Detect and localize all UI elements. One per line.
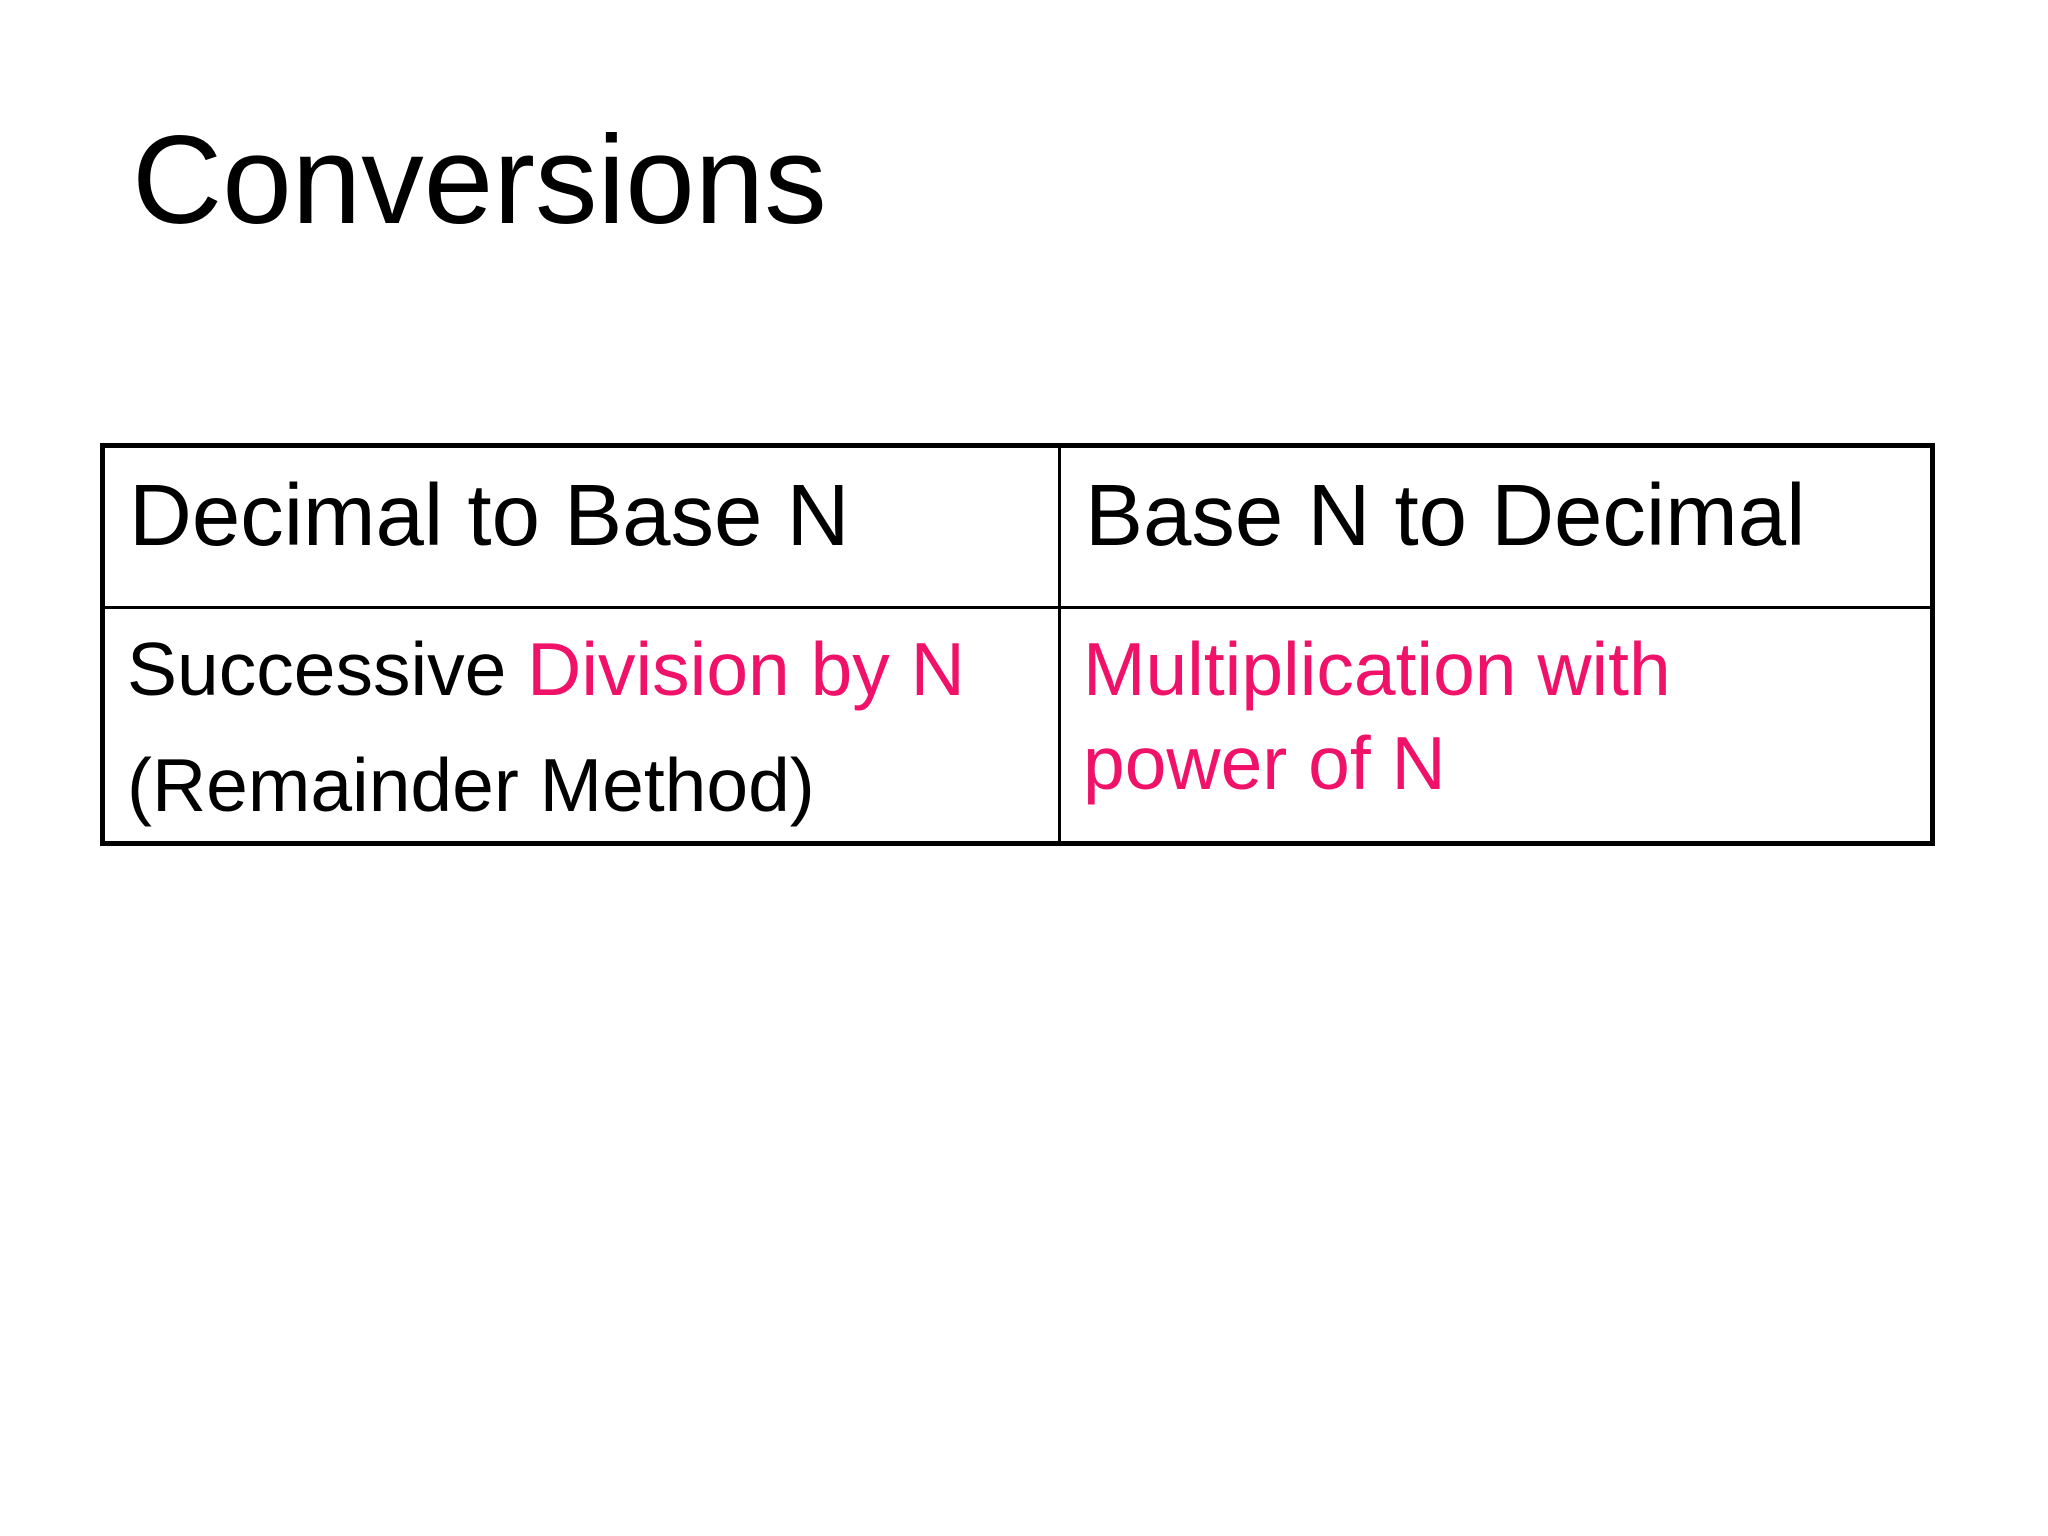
power-of-n-label: power of N <box>1083 720 1446 805</box>
conversions-table: Decimal to Base N Base N to Decimal Succ… <box>100 443 1935 846</box>
remainder-method-paragraph: (Remainder Method) <box>127 739 1046 833</box>
remainder-method-label: (Remainder Method) <box>127 742 815 827</box>
multiplication-with-label: Multiplication with <box>1083 627 1671 711</box>
successive-label: Successive <box>127 627 528 711</box>
division-by-n-label: Division by N <box>527 627 965 711</box>
header-cell-decimal-to-base-n: Decimal to Base N <box>101 444 1061 609</box>
table-body-row: Successive Division by N (Remainder Meth… <box>101 606 1934 845</box>
successive-division-paragraph: Successive Division by N <box>127 623 1046 717</box>
header-cell-base-n-to-decimal: Base N to Decimal <box>1058 444 1934 609</box>
body-cell-decimal-to-base-n: Successive Division by N (Remainder Meth… <box>101 606 1061 845</box>
table-header-row: Decimal to Base N Base N to Decimal <box>101 444 1934 609</box>
slide-title: Conversions <box>132 111 827 250</box>
multiplication-paragraph: Multiplication with power of N <box>1083 623 1918 811</box>
body-cell-base-n-to-decimal: Multiplication with power of N <box>1058 606 1934 845</box>
